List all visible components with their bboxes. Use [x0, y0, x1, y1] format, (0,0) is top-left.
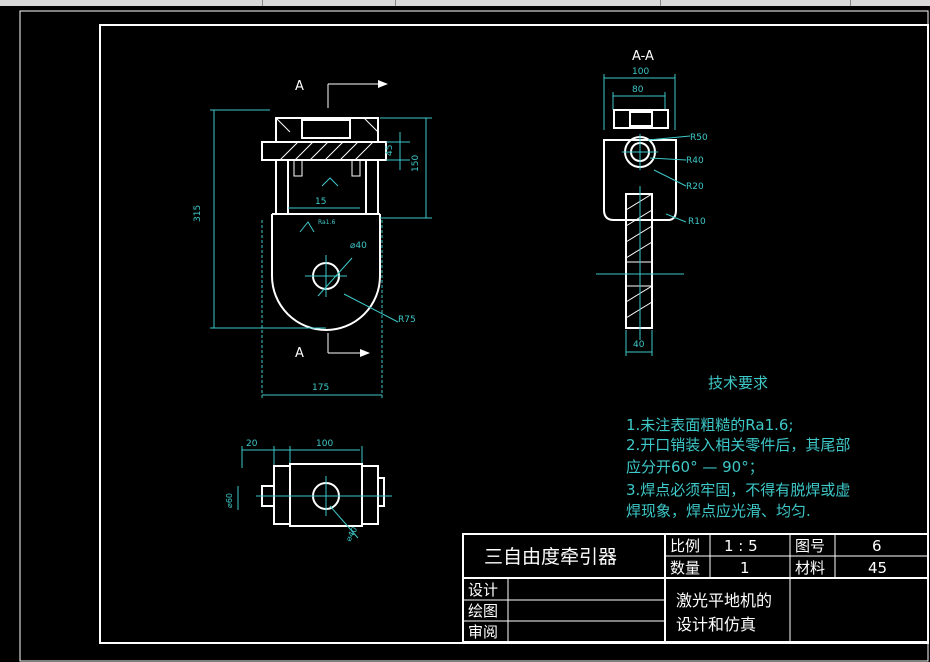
material-value: 45: [868, 559, 887, 577]
scale-value: 1 : 5: [724, 537, 758, 555]
part-name: 三自由度牵引器: [484, 546, 617, 568]
dim-front-bore: ⌀40: [350, 241, 367, 251]
dim-sec-r10: R10: [688, 217, 706, 227]
front-view: A A 315: [193, 79, 432, 400]
window-top-strip: [0, 0, 930, 6]
review-label: 审阅: [468, 623, 498, 641]
cut-label-top: A: [295, 79, 304, 94]
cut-label-bottom: A: [295, 346, 304, 361]
qty-value: 1: [740, 559, 750, 577]
dim-sec-r50: R50: [690, 133, 708, 143]
dim-front-height: 315: [193, 205, 203, 222]
dim-front-r75: R75: [398, 315, 416, 325]
section-view: A-A 100 80 R50 R40 R20: [596, 49, 708, 356]
dim-front-15: 15: [315, 197, 326, 207]
technical-requirements: 技术要求 1.未注表面粗糙的Ra1.6; 2.开口销装入相关零件后，其尾部 应分…: [626, 374, 850, 520]
dim-sec-80: 80: [632, 85, 644, 95]
surface-mark: Ra1.6: [318, 219, 335, 226]
dim-sec-r40: R40: [686, 156, 704, 166]
top-view: 20 100 ⌀60 ⌀40: [225, 439, 392, 543]
draw-label: 绘图: [468, 602, 498, 620]
tech-line-2: 2.开口销装入相关零件后，其尾部: [626, 436, 850, 454]
dim-top-d40: ⌀40: [344, 526, 359, 543]
tech-line-3: 应分开60° — 90°；: [626, 458, 764, 476]
tech-title: 技术要求: [708, 374, 768, 392]
dim-sec-r20: R20: [686, 182, 704, 192]
tech-line-4: 3.焊点必须牢固，不得有脱焊或虚: [626, 481, 850, 499]
drawing-no-value: 6: [872, 537, 882, 555]
tech-line-1: 1.未注表面粗糙的Ra1.6;: [626, 416, 794, 434]
dim-top-d60: ⌀60: [225, 493, 234, 508]
scale-label: 比例: [670, 537, 700, 555]
design-label: 设计: [468, 581, 498, 599]
sheet-border: [19, 10, 929, 662]
dim-sec-100: 100: [632, 67, 649, 77]
dim-front-width: 175: [312, 383, 329, 393]
tech-line-5: 焊现象，焊点应光滑、均匀.: [626, 502, 811, 520]
dim-top-20: 20: [246, 439, 258, 449]
material-label: 材料: [795, 559, 825, 577]
drawing-no-label: 图号: [795, 537, 825, 555]
section-label: A-A: [632, 49, 654, 64]
dim-top-100: 100: [316, 439, 333, 449]
title-block: 三自由度牵引器 比例 1 : 5 图号 6 数量 1 材料 45 设计 绘图 审…: [462, 533, 929, 643]
dim-front-150: 150: [411, 155, 421, 172]
dim-front-45: 45: [385, 145, 395, 156]
qty-label: 数量: [670, 559, 700, 577]
project-line-2: 设计和仿真: [676, 615, 756, 634]
project-line-1: 激光平地机的: [676, 591, 772, 610]
dim-sec-40: 40: [633, 340, 645, 350]
